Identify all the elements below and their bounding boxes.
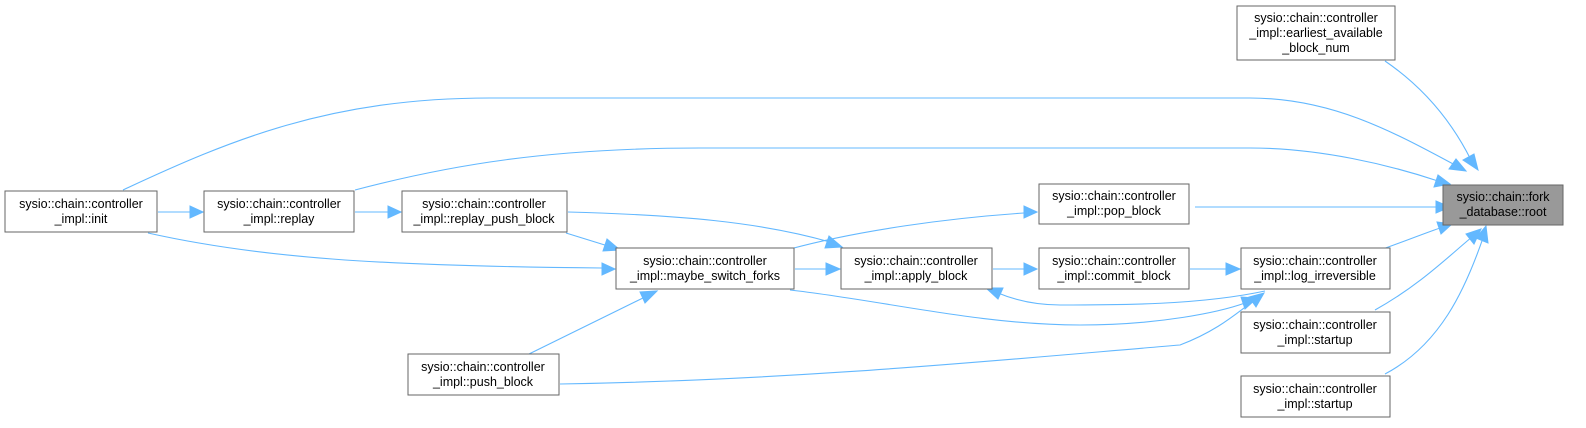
node-label-line: _impl::maybe_switch_forks — [629, 269, 780, 283]
edge-push-block-to-log-irrev — [559, 292, 1266, 385]
edge-apply-block-to-commit-block — [993, 262, 1039, 276]
node-label-line: _impl::log_irreversible — [1253, 269, 1376, 283]
node-label-line: sysio::chain::controller — [1052, 254, 1176, 268]
node-label-line: _impl::commit_block — [1056, 269, 1171, 283]
node-label-line: sysio::chain::controller — [217, 197, 341, 211]
edge-earliest-to-root — [1384, 60, 1479, 172]
node-label-line: _impl::apply_block — [864, 269, 969, 283]
edge-init-to-root — [122, 97, 1468, 191]
edge-replay-to-replay-push — [355, 205, 403, 219]
node-label-line: _impl::startup — [1276, 333, 1352, 347]
node-init[interactable]: sysio::chain::controller _impl::init — [4, 190, 158, 233]
node-label-line: sysio::chain::controller — [854, 254, 978, 268]
edge-log-irrev-to-root — [1379, 221, 1454, 251]
node-pop-block[interactable]: sysio::chain::controller _impl::pop_bloc… — [1038, 183, 1190, 225]
node-label-line: _impl::earliest_available — [1248, 26, 1382, 40]
node-label-line: sysio::chain::controller — [1052, 189, 1176, 203]
node-label-line: sysio::chain::controller — [1253, 318, 1377, 332]
node-label-line: _impl::replay — [243, 212, 316, 226]
edge-pop-block-to-root — [1195, 200, 1452, 214]
node-label-line: sysio::chain::fork — [1456, 190, 1550, 204]
node-replay-push-block[interactable]: sysio::chain::controller _impl::replay_p… — [401, 190, 568, 233]
node-startup-1[interactable]: sysio::chain::controller _impl::startup — [1240, 311, 1391, 354]
node-replay[interactable]: sysio::chain::controller _impl::replay — [203, 190, 355, 233]
node-label-line: sysio::chain::controller — [421, 360, 545, 374]
node-label-line: _impl::pop_block — [1066, 204, 1162, 218]
node-label-line: sysio::chain::controller — [1254, 11, 1378, 25]
edge-replay-push-to-maybe-switch — [565, 232, 622, 252]
node-startup-2[interactable]: sysio::chain::controller _impl::startup — [1240, 375, 1391, 418]
edge-commit-block-to-log-irrev — [1190, 262, 1242, 276]
edge-maybe-switch-to-log-irrev — [789, 289, 1259, 326]
nodes: sysio::chain::fork _database::root sysio… — [4, 5, 1564, 418]
edge-startup2-to-root — [1384, 224, 1489, 375]
node-push-block[interactable]: sysio::chain::controller _impl::push_blo… — [407, 353, 560, 396]
node-earliest-available-block-num[interactable]: sysio::chain::controller _impl::earliest… — [1236, 5, 1396, 61]
node-label-line: _impl::startup — [1276, 397, 1352, 411]
node-label-line: _impl::replay_push_block — [412, 212, 555, 226]
edge-push-block-to-maybe-switch — [528, 290, 659, 355]
node-commit-block[interactable]: sysio::chain::controller _impl::commit_b… — [1038, 247, 1190, 290]
edge-init-to-maybe-switch — [147, 232, 617, 276]
node-log-irreversible[interactable]: sysio::chain::controller _impl::log_irre… — [1240, 247, 1391, 290]
node-label-line: sysio::chain::controller — [1253, 382, 1377, 396]
edge-startup1-to-root — [1374, 228, 1482, 311]
node-label-line: _impl::init — [54, 212, 108, 226]
node-label-line: _impl::push_block — [432, 375, 534, 389]
node-maybe-switch-forks[interactable]: sysio::chain::controller _impl::maybe_sw… — [615, 247, 795, 290]
node-label-line: sysio::chain::controller — [19, 197, 143, 211]
edge-init-to-replay — [158, 205, 205, 219]
edge-maybe-switch-to-pop-block — [789, 205, 1039, 250]
node-label-line: sysio::chain::controller — [1253, 254, 1377, 268]
node-label-line: _block_num — [1281, 41, 1349, 55]
node-label-line: sysio::chain::controller — [643, 254, 767, 268]
node-label-line: _database::root — [1459, 205, 1547, 219]
edge-log-irrev-to-apply-block — [984, 287, 1266, 306]
edge-replay-to-root — [354, 147, 1452, 191]
node-fork-database-root[interactable]: sysio::chain::fork _database::root — [1442, 184, 1564, 226]
node-label-line: sysio::chain::controller — [422, 197, 546, 211]
node-apply-block[interactable]: sysio::chain::controller _impl::apply_bl… — [840, 247, 993, 290]
edge-maybe-switch-to-apply-block — [795, 262, 842, 276]
